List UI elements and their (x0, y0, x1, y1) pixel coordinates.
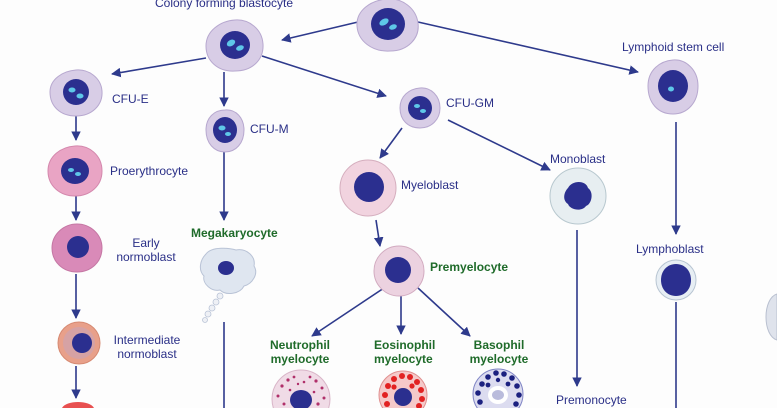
cell-intermediate-normoblast (57, 321, 101, 365)
label-intermediate-line2: normoblast (117, 347, 177, 361)
cell-cfu-m (205, 109, 245, 153)
label-myeloblast: Myeloblast (401, 178, 459, 192)
stem-cell-top (356, 0, 419, 52)
cell-premyelocyte (373, 245, 425, 297)
arrow-premyelocyte-to-basophil (417, 287, 471, 337)
cell-partial-right-edge (765, 293, 777, 341)
label-neutrophil-myelocyte: Neutrophil myelocyte (262, 338, 338, 366)
cell-cfu-e (49, 69, 103, 117)
arrow-colony-to-cfu-gm (261, 55, 387, 98)
label-proerythrocyte: Proerythrocyte (110, 164, 189, 178)
label-colony-forming-blastocyte: Colony forming blastocyte (155, 0, 294, 10)
label-cfu-gm: CFU-GM (446, 96, 494, 110)
label-premonocyte: Premonocyte (556, 393, 627, 407)
arrow-top-to-lymphoid (417, 21, 639, 75)
label-neutrophil-line1: Neutrophil (270, 338, 330, 352)
cell-early-normoblast (51, 223, 103, 273)
cell-lymphoid-stem (647, 59, 699, 115)
cell-proerythrocyte (47, 145, 103, 197)
label-premyelocyte: Premyelocyte (430, 260, 509, 274)
arrow-premyelocyte-to-neutrophil (311, 287, 385, 337)
cell-myeloblast (339, 159, 397, 217)
label-basophil-myelocyte: Basophil myelocyte (468, 338, 530, 366)
cell-megakaryocyte (199, 247, 257, 323)
cell-lymphoblast (655, 259, 697, 301)
label-basophil-line1: Basophil (473, 338, 525, 352)
arrow-myeloblast-to-premyelocyte (373, 219, 384, 247)
label-neutrophil-line2: myelocyte (270, 352, 330, 366)
label-basophil-line2: myelocyte (469, 352, 529, 366)
label-early-normoblast: Early normoblast (106, 236, 186, 264)
cell-late-normoblast-partial (62, 402, 94, 408)
label-cfu-m: CFU-M (250, 122, 289, 136)
label-early-line1: Early (132, 236, 160, 250)
cell-neutrophil-myelocyte (271, 369, 331, 408)
arrow-cfu-gm-to-monoblast (447, 119, 551, 171)
label-eosinophil-myelocyte: Eosinophil myelocyte (374, 338, 436, 366)
label-early-line2: normoblast (116, 250, 176, 264)
label-intermediate-line1: Intermediate (113, 333, 181, 347)
arrow-cfu-gm-to-myeloblast (379, 127, 403, 159)
arrow-colony-to-cfu-e (111, 57, 207, 78)
cell-cfu-gm (399, 87, 441, 129)
label-monoblast: Monoblast (550, 152, 606, 166)
arrow-top-to-colony (281, 21, 359, 43)
label-cfu-e: CFU-E (112, 92, 149, 106)
cell-eosinophil-myelocyte (378, 370, 428, 408)
label-lymphoid-stem-cell: Lymphoid stem cell (622, 40, 725, 54)
label-eosinophil-line1: Eosinophil (374, 338, 436, 352)
cell-monoblast (549, 167, 607, 225)
cell-colony-forming-blastocyte (205, 19, 264, 72)
label-megakaryocyte: Megakaryocyte (191, 226, 278, 240)
cell-basophil-myelocyte (472, 368, 524, 408)
label-lymphoblast: Lymphoblast (636, 242, 704, 256)
label-eosinophil-line2: myelocyte (374, 352, 433, 366)
label-intermediate-normoblast: Intermediate normoblast (104, 333, 190, 361)
